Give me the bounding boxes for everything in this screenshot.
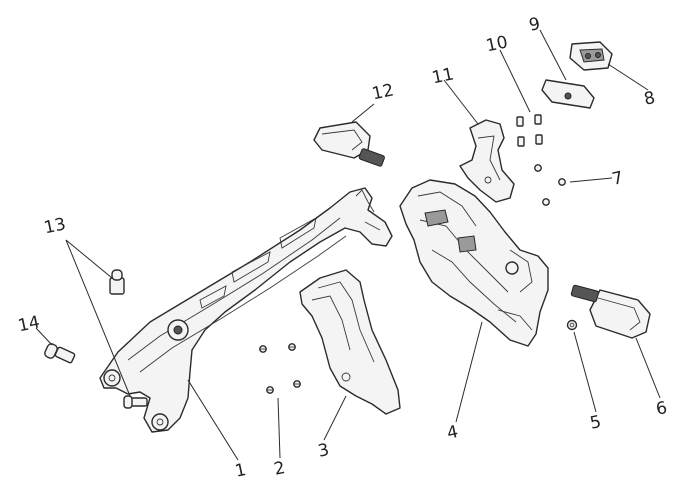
part-8-plate-light <box>569 41 613 71</box>
part-7-screws <box>534 164 566 206</box>
part-4-tail-housing <box>399 179 549 347</box>
part-13-bolts <box>109 269 148 409</box>
callout-3: 3 <box>316 440 331 462</box>
callout-9: 9 <box>527 14 542 36</box>
part-1-rear-frame <box>99 187 393 433</box>
callout-12: 12 <box>370 80 395 104</box>
callout-8: 8 <box>642 88 657 110</box>
callout-5: 5 <box>588 412 603 434</box>
callout-4: 4 <box>445 422 460 444</box>
part-11-plate-bracket <box>459 119 515 203</box>
part-10-clips <box>516 114 543 147</box>
callout-2: 2 <box>272 458 287 480</box>
part-6-right-indicator <box>570 284 651 339</box>
part-12-left-indicator <box>313 121 385 167</box>
callout-labels: 1 2 3 4 5 6 7 8 9 10 11 12 13 14 <box>16 14 669 482</box>
leader-lines <box>35 29 661 461</box>
part-2-screws <box>259 343 301 394</box>
callout-7: 7 <box>610 168 625 190</box>
part-14-bolt <box>44 343 76 364</box>
callout-11: 11 <box>430 64 455 88</box>
part-9-reflector <box>541 79 595 109</box>
callout-14: 14 <box>16 312 41 336</box>
callout-10: 10 <box>484 32 509 56</box>
part-5-nut <box>566 319 578 331</box>
callout-6: 6 <box>654 398 669 420</box>
callout-1: 1 <box>233 460 248 482</box>
callout-13: 13 <box>42 214 67 238</box>
part-3-cover <box>299 269 401 415</box>
